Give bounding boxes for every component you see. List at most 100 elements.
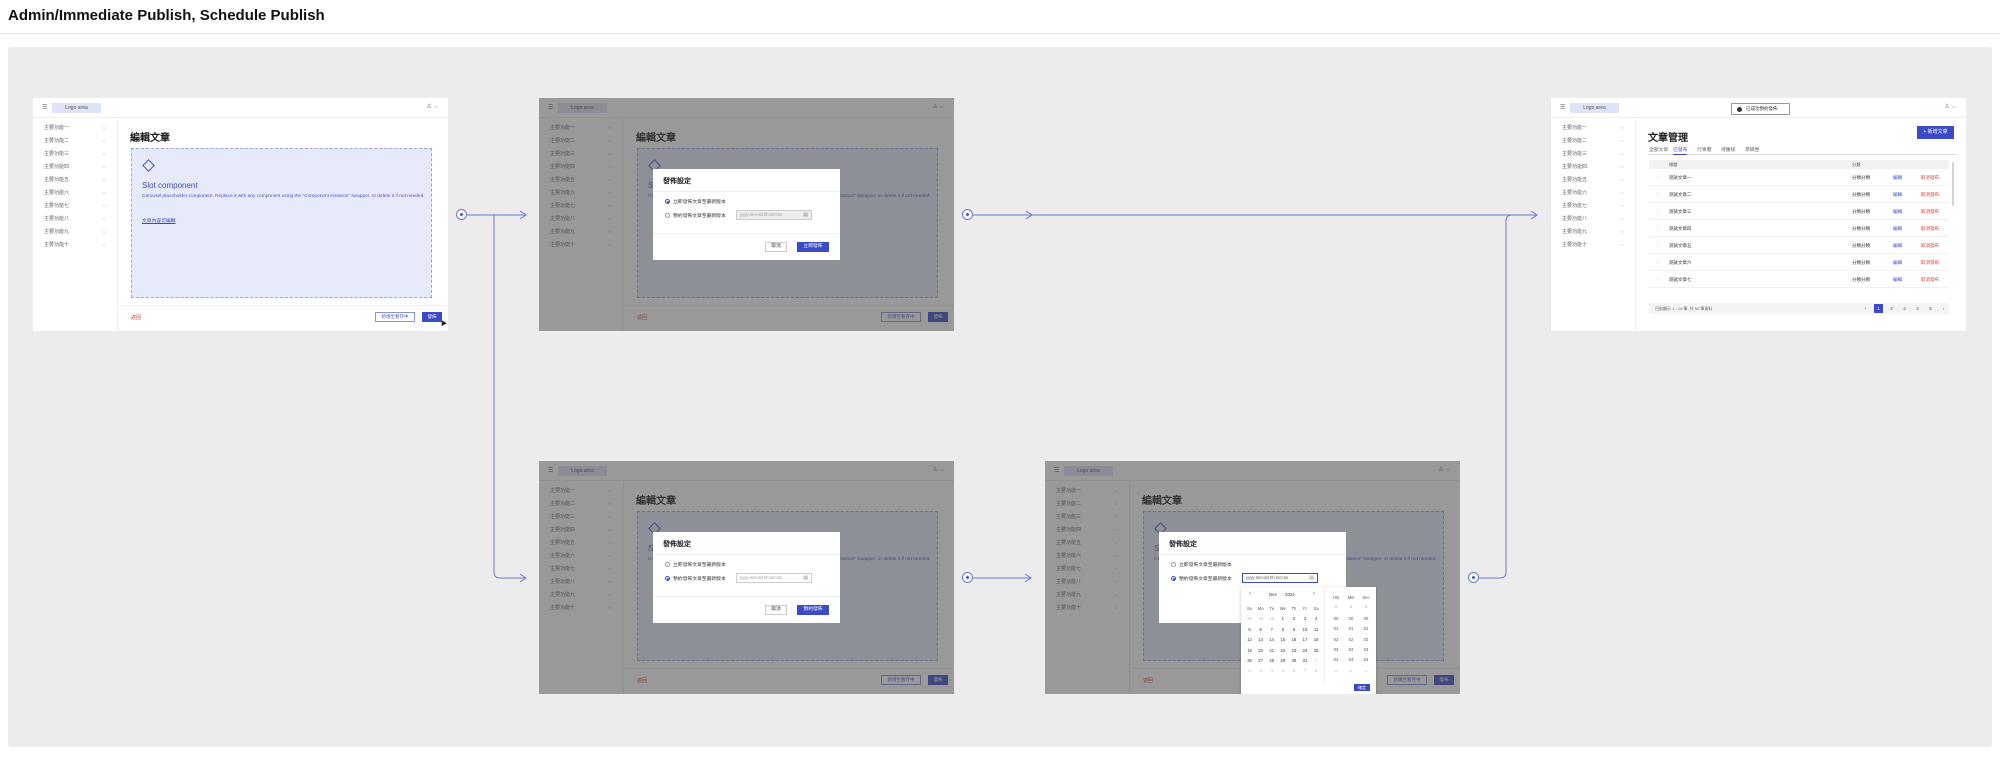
calendar-day[interactable]: 6 — [1292, 668, 1296, 674]
time-option[interactable]: 04 — [1363, 657, 1369, 663]
row-cancel-link[interactable]: 取消發布 — [1921, 209, 1939, 214]
tab-published[interactable]: 已發布 — [1673, 148, 1688, 155]
calendar-day[interactable]: 8 — [1314, 668, 1318, 674]
tab-all[interactable]: 全部文章 — [1649, 148, 1669, 153]
sidebar-item[interactable]: 主要功能八⌵ — [1551, 213, 1635, 226]
calendar-day[interactable]: 23 — [1291, 647, 1297, 653]
time-option[interactable]: 01 — [1348, 626, 1354, 632]
calendar-day[interactable]: 12 — [1247, 637, 1252, 643]
calendar-day[interactable]: 28 — [1247, 616, 1252, 622]
calendar-icon[interactable]: ▤ — [803, 212, 808, 218]
sidebar-item[interactable]: 主要功能七⌵ — [1551, 200, 1635, 213]
calendar-day[interactable]: 4 — [1314, 616, 1318, 622]
new-article-button[interactable]: + 新增文章 — [1917, 126, 1954, 139]
calendar-day[interactable]: 30 — [1269, 616, 1275, 622]
chevron-up-icon[interactable]: ^ — [1335, 605, 1337, 611]
calendar-day[interactable]: 11 — [1313, 626, 1319, 632]
row-edit-link[interactable]: 編輯 — [1893, 192, 1902, 197]
sidebar-item[interactable]: 主要功能十⌵ — [33, 239, 117, 252]
datetime-input[interactable]: yyyy-mm-dd hh:mm:ss▤ — [736, 210, 812, 220]
calendar-day[interactable]: 7 — [1303, 668, 1307, 674]
row-edit-link[interactable]: 編輯 — [1893, 226, 1902, 231]
calendar-day[interactable]: 5 — [1281, 668, 1284, 674]
calendar-day[interactable]: 22 — [1280, 647, 1286, 653]
calendar-day[interactable]: 2 — [1248, 668, 1251, 674]
next-month-icon[interactable]: › — [1313, 591, 1315, 597]
datetime-input[interactable]: yyyy-mm-dd hh:mm:ss▤ — [736, 573, 812, 583]
chevron-up-icon[interactable]: ^ — [1365, 605, 1367, 611]
time-option[interactable]: 00 — [1333, 615, 1339, 621]
row-edit-link[interactable]: 編輯 — [1893, 260, 1902, 265]
sidebar-item[interactable]: 主要功能四⌵ — [33, 161, 117, 174]
calendar-day[interactable]: 1 — [1314, 657, 1318, 663]
sidebar-item[interactable]: 主要功能三⌵ — [1551, 148, 1635, 161]
prev-page-icon[interactable]: ‹ — [1864, 306, 1867, 311]
calendar-day[interactable]: 8 — [1281, 626, 1284, 632]
row-edit-link[interactable]: 編輯 — [1893, 175, 1902, 180]
month-select[interactable]: Dec — [1269, 592, 1278, 597]
chevron-down-icon[interactable]: ⌵ — [1334, 667, 1338, 673]
radio-publish-now[interactable] — [1171, 562, 1176, 567]
time-option[interactable]: 03 — [1333, 646, 1339, 652]
time-option[interactable]: 00 — [1348, 615, 1354, 621]
next-page-icon[interactable]: › — [1942, 306, 1945, 311]
sidebar-item[interactable]: 主要功能三⌵ — [33, 148, 117, 161]
chevron-up-icon[interactable]: ^ — [1350, 605, 1352, 611]
calendar-day[interactable]: 3 — [1303, 616, 1307, 622]
cancel-button[interactable]: 取消 — [765, 605, 787, 615]
row-edit-link[interactable]: 編輯 — [1893, 243, 1902, 248]
user-menu-icon[interactable]: ♙ ⌵ — [1944, 104, 1956, 110]
prev-month-icon[interactable]: ‹ — [1249, 591, 1251, 597]
page-button[interactable]: 1 — [1874, 304, 1883, 313]
sidebar-item[interactable]: 主要功能六⌵ — [33, 187, 117, 200]
calendar-day[interactable]: 21 — [1269, 647, 1275, 653]
time-option[interactable]: 04 — [1333, 657, 1339, 663]
time-option[interactable]: 02 — [1333, 636, 1339, 642]
table-scrollbar[interactable] — [1952, 162, 1954, 206]
time-option[interactable]: 00 — [1363, 615, 1369, 621]
row-cancel-link[interactable]: 取消發布 — [1921, 175, 1939, 180]
calendar-day[interactable]: 16 — [1291, 637, 1297, 643]
row-edit-link[interactable]: 編輯 — [1893, 209, 1902, 214]
row-cancel-link[interactable]: 取消發布 — [1921, 277, 1939, 282]
sidebar-item[interactable]: 主要功能五⌵ — [1551, 174, 1635, 187]
calendar-day[interactable]: 1 — [1281, 616, 1284, 622]
sidebar-item[interactable]: 主要功能七⌵ — [33, 200, 117, 213]
picker-ok-button[interactable]: 確定 — [1354, 684, 1370, 691]
page-button[interactable]: 4 — [1916, 306, 1919, 311]
calendar-day[interactable]: 4 — [1270, 668, 1273, 674]
row-cancel-link[interactable]: 取消發布 — [1921, 243, 1939, 248]
tab-drafts[interactable]: 草稿匣 — [1745, 148, 1760, 153]
sidebar-item[interactable]: 主要功能五⌵ — [33, 174, 117, 187]
page-button[interactable]: 2 — [1890, 306, 1893, 311]
sidebar-item[interactable]: 主要功能四⌵ — [1551, 161, 1635, 174]
row-cancel-link[interactable]: 取消發布 — [1921, 260, 1939, 265]
calendar-day[interactable]: 14 — [1269, 637, 1275, 643]
sidebar-item[interactable]: 主要功能一⌵ — [33, 122, 117, 135]
chevron-down-icon[interactable]: ⌵ — [1349, 667, 1353, 673]
time-option[interactable]: 03 — [1348, 646, 1354, 652]
user-menu-icon[interactable]: ♙ ⌵ — [426, 104, 438, 110]
calendar-day[interactable]: 9 — [1292, 626, 1296, 632]
tab-review[interactable]: 待審核 — [1721, 148, 1736, 153]
calendar-icon[interactable]: ▤ — [1309, 575, 1314, 581]
slot-link[interactable]: 文章內容可編輯 — [142, 219, 176, 224]
sidebar-item[interactable]: 主要功能十⌵ — [1551, 239, 1635, 252]
calendar-day[interactable]: 10 — [1302, 626, 1308, 632]
row-cancel-link[interactable]: 取消發布 — [1921, 226, 1939, 231]
calendar-icon[interactable]: ▤ — [803, 575, 808, 581]
sidebar-item[interactable]: 主要功能六⌵ — [1551, 187, 1635, 200]
page-button[interactable]: 3 — [1903, 306, 1906, 311]
sidebar-item[interactable]: 主要功能八⌵ — [33, 213, 117, 226]
save-draft-button[interactable]: 新增至暫存中 — [375, 312, 415, 322]
tab-calendar[interactable]: 行事曆 — [1697, 148, 1712, 153]
menu-icon[interactable]: ☰ — [1560, 105, 1566, 111]
calendar-day[interactable]: 18 — [1313, 637, 1319, 643]
time-option[interactable]: 02 — [1348, 636, 1354, 642]
calendar-day[interactable]: 27 — [1258, 657, 1263, 663]
calendar-day[interactable]: 30 — [1291, 657, 1297, 663]
sidebar-item[interactable]: 主要功能一⌵ — [1551, 122, 1635, 135]
